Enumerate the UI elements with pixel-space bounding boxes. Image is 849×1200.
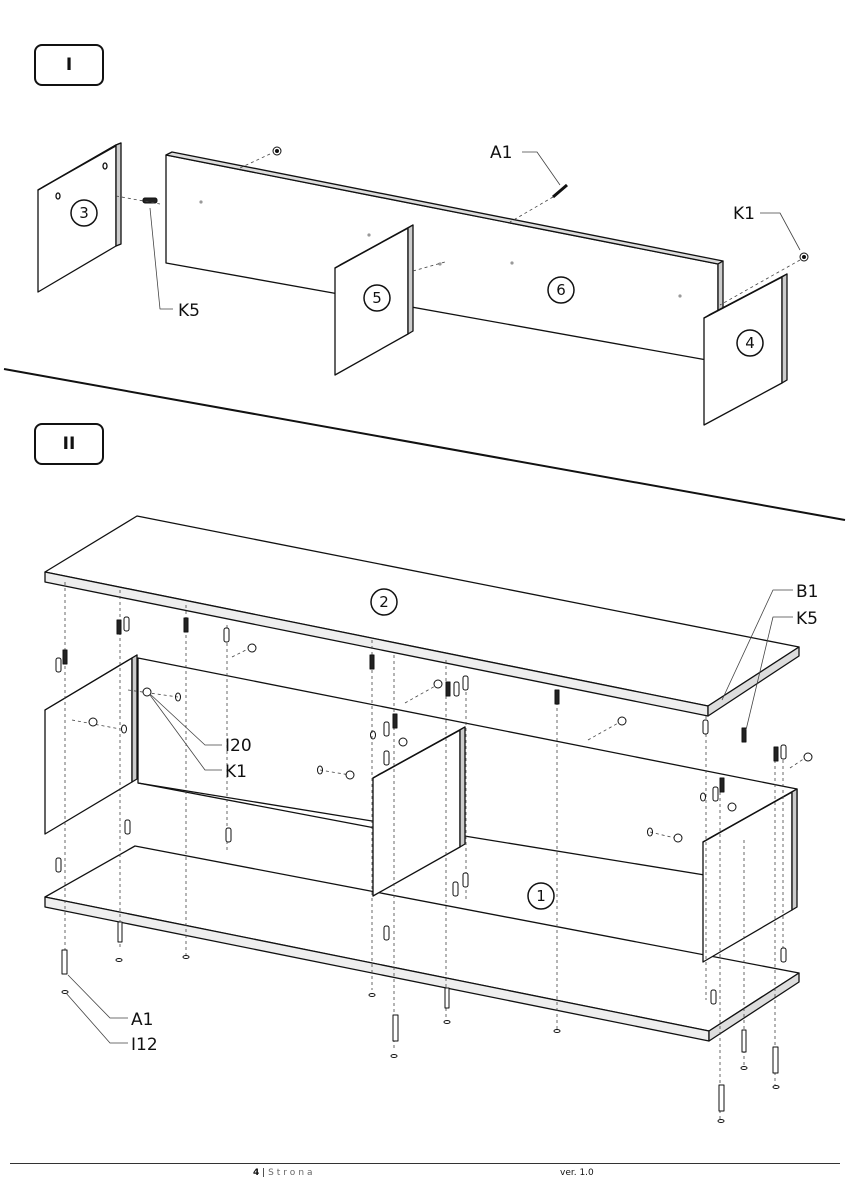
- part-label-i12: I12: [131, 1035, 158, 1055]
- part-label-k5-step1: K5: [178, 301, 200, 321]
- footer-page-indicator: 4 | Strona: [253, 1168, 316, 1178]
- panel-6-number: 6: [556, 281, 566, 299]
- panel-1: [44, 845, 800, 1042]
- wood-dowel: [55, 616, 787, 1005]
- i20-hole: [121, 692, 706, 837]
- part-label-a1-step1: A1: [490, 143, 512, 163]
- part-label-i20: I20: [225, 736, 252, 756]
- panel-6: [165, 151, 724, 363]
- step-1-label: I: [34, 44, 104, 86]
- k5-dowel-fitting: [142, 197, 158, 204]
- panel-1-badge: [527, 882, 555, 910]
- panel-2-number: 2: [379, 593, 389, 611]
- part-label-k5-step2: K5: [796, 609, 818, 629]
- footer-divider: [10, 1163, 840, 1164]
- panel-2: [44, 515, 800, 717]
- a1-screw-fitting: [552, 183, 568, 199]
- page-word: Strona: [268, 1168, 316, 1178]
- panel-4-badge: [736, 329, 764, 357]
- part-label-b1: B1: [796, 582, 818, 602]
- panel-2-badge: [370, 588, 398, 616]
- k1-cam-fitting: [799, 252, 809, 262]
- k5-pin: [62, 617, 779, 793]
- i12-cover-cap: [61, 955, 780, 1123]
- panel-3-number: 3: [79, 204, 89, 222]
- panel-5-number: 5: [372, 289, 382, 307]
- step-2-label: II: [34, 423, 104, 465]
- panel-6-badge: [547, 276, 575, 304]
- right-side-panel: [702, 788, 798, 963]
- a1-bottom-screw: [61, 921, 779, 1112]
- panel-3-badge: [70, 199, 98, 227]
- section-divider: [3, 368, 846, 521]
- k1-cam-lock: [88, 643, 813, 843]
- page-number: 4: [253, 1168, 260, 1178]
- part-label-a1-step2: A1: [131, 1010, 153, 1030]
- panel-1-number: 1: [536, 887, 546, 905]
- cam-lock-fitting: [272, 146, 282, 156]
- part-label-k1-step2: K1: [225, 762, 247, 782]
- panel-5-badge: [363, 284, 391, 312]
- page-separator: |: [262, 1168, 266, 1178]
- center-divider-panel: [372, 726, 466, 897]
- left-side-panel: [44, 654, 138, 835]
- panel-4-number: 4: [745, 334, 755, 352]
- part-label-k1-step1: K1: [733, 204, 755, 224]
- footer-version: ver. 1.0: [560, 1168, 594, 1178]
